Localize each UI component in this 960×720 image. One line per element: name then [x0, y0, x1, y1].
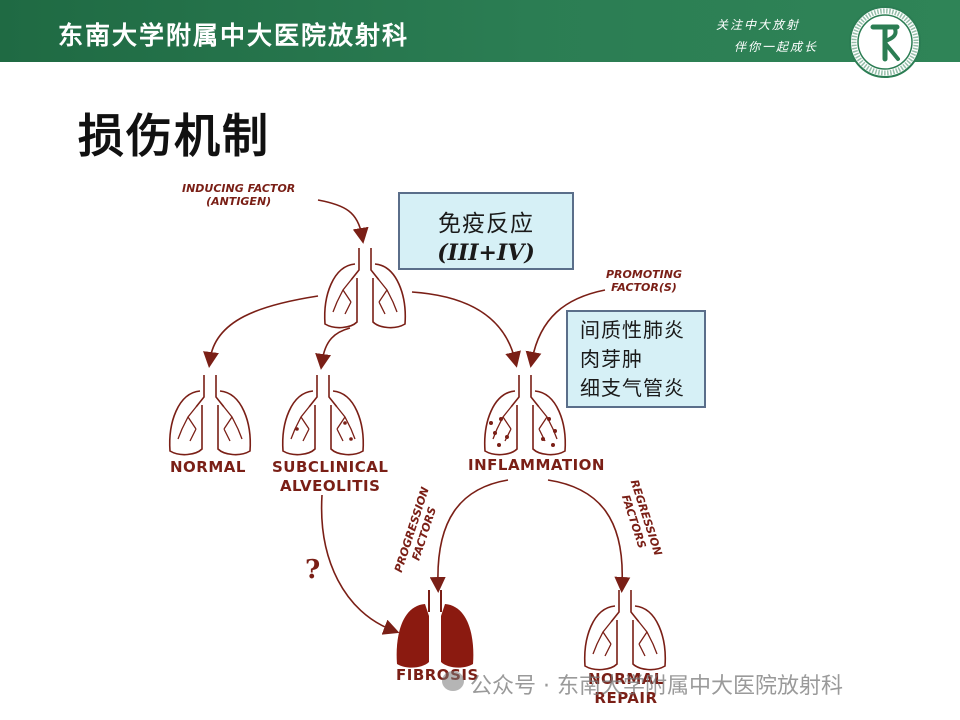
- question-mark: ?: [305, 555, 321, 585]
- normal-label: NORMAL: [170, 458, 246, 476]
- inflammation-label: INFLAMMATION: [468, 456, 605, 474]
- immune-response-box: 免疫反应 (III+IV): [398, 192, 574, 270]
- header-bar: 东南大学附属中大医院放射科 关注中大放射 伴你一起成长: [0, 0, 960, 62]
- immune-response-label: 免疫反应: [438, 211, 534, 237]
- inducing-factor-label: INDUCING FACTOR(ANTIGEN): [182, 182, 296, 208]
- fibrosis-label: FIBROSIS: [396, 666, 479, 684]
- lung-top: [323, 247, 407, 329]
- disease-item: 间质性肺炎: [580, 318, 685, 342]
- immune-type-label: (III+IV): [437, 240, 535, 266]
- page-title: 损伤机制: [78, 109, 270, 163]
- hospital-name: 东南大学附属中大医院放射科: [58, 21, 410, 50]
- lung-inflammation: [483, 374, 567, 456]
- disease-list-box: 间质性肺炎 肉芽肿 细支气管炎: [566, 310, 706, 408]
- lung-fibrosis: [396, 590, 474, 668]
- disease-item: 肉芽肿: [580, 347, 643, 371]
- arrow-progression: [429, 479, 509, 593]
- wechat-icon: [442, 671, 464, 691]
- lung-normal: [168, 374, 252, 456]
- arrow-promoting: [525, 289, 606, 368]
- hospital-emblem-icon: [849, 6, 921, 78]
- lung-normal-repair: [583, 589, 667, 671]
- arrow-to-normal: [203, 295, 319, 368]
- arrow-to-subclinical: [315, 327, 351, 370]
- lung-subclinical: [281, 374, 365, 456]
- arrow-regression: [547, 479, 631, 593]
- slogan-line-1: 关注中大放射: [716, 18, 801, 32]
- arrow-antigen: [317, 199, 369, 244]
- arrow-to-inflammation: [411, 291, 521, 368]
- slogan-line-2: 伴你一起成长: [734, 40, 819, 54]
- watermark-text: 公众号 · 东南大学附属中大医院放射科: [470, 674, 843, 699]
- arrow-subclinical-fibrosis: [320, 494, 400, 635]
- disease-item: 细支气管炎: [580, 376, 685, 400]
